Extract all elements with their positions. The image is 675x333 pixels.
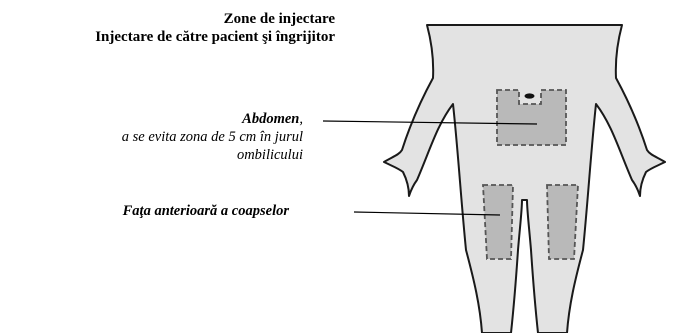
navel <box>525 93 535 98</box>
body-silhouette <box>384 25 665 333</box>
left-thigh-zone <box>483 185 513 259</box>
right-thigh-zone <box>547 185 578 259</box>
